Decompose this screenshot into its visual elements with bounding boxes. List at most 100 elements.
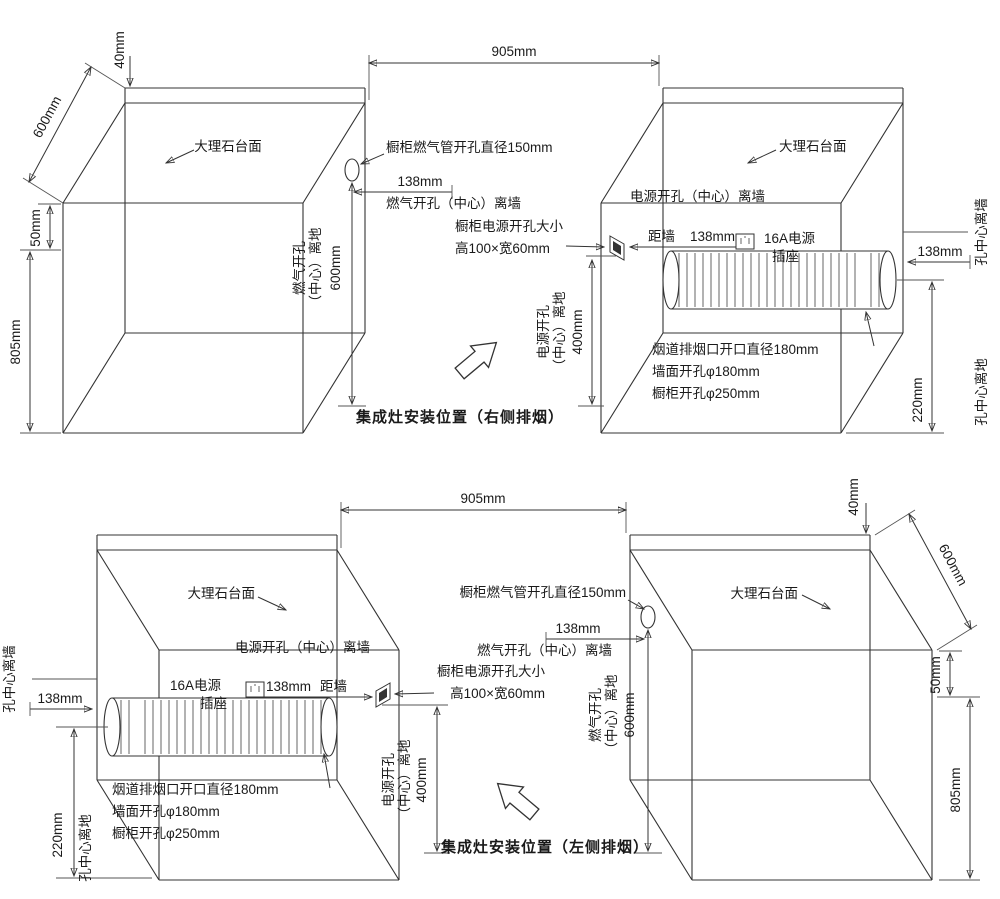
- socket2-top-label: 插座: [772, 249, 799, 264]
- power-floor-col1-bottom: 电源开孔: [381, 753, 396, 807]
- marble-label-bottom-left: 大理石台面: [188, 586, 287, 610]
- power-floor-col2-bottom: （中心）离地: [396, 739, 412, 820]
- dim-depth-600-top: 600mm: [22, 62, 126, 204]
- dim-strip-40-top-label: 40mm: [112, 31, 127, 69]
- power-size2-bottom-label: 高100×宽60mm: [450, 685, 545, 701]
- dim-gap-905-bottom: 905mm: [341, 491, 626, 548]
- gas-floor-col1-bottom: 燃气开孔: [587, 688, 603, 742]
- flue-floor-220-top-label: 220mm: [910, 377, 925, 422]
- flue-wall-138-top-label: 138mm: [917, 244, 962, 259]
- power-floor-400-top-label: 400mm: [570, 309, 585, 354]
- dim-gap-905-top: 905mm: [369, 44, 659, 100]
- dim-height-805-bottom-label: 805mm: [948, 767, 963, 812]
- socket1-bottom-label: 16A电源: [170, 678, 222, 693]
- power-floor-400-bottom-label: 400mm: [414, 757, 429, 802]
- flue1-top-label: 烟道排烟口开口直径180mm: [652, 342, 819, 357]
- marble-label-top-right: 大理石台面: [748, 139, 847, 163]
- socket-bottom: 16A电源 插座: [170, 678, 265, 711]
- socket-16a-icon: [735, 233, 755, 250]
- dim-thickness-50-top-label: 50mm: [28, 209, 43, 247]
- dim-strip-40-bottom: 40mm: [846, 478, 866, 533]
- power-size2-top-label: 高100×宽60mm: [455, 240, 550, 256]
- power-floor-col2-top: （中心）离地: [551, 291, 567, 372]
- socket-top: 16A电源 插座: [735, 231, 816, 264]
- gas-floor-col2-bottom: （中心）离地: [603, 674, 619, 755]
- gas-hole-wall-top-label: 燃气开孔（中心）离墙: [386, 195, 521, 211]
- direction-arrow-bottom: [496, 782, 540, 821]
- hole-floor-top-label: 孔中心离地: [973, 358, 989, 426]
- marble-label-top-left: 大理石台面: [166, 139, 262, 163]
- dim-thickness-50-top: 50mm: [20, 203, 61, 251]
- gas-hole-dia-top-label: 橱柜燃气管开孔直径150mm: [386, 139, 553, 155]
- marble-label-top-left-text: 大理石台面: [194, 139, 262, 154]
- caption-right-exhaust: 集成灶安装位置（右侧排烟）: [355, 408, 564, 426]
- bottom-diagram-left-exhaust: 905mm 40mm 600mm 50mm 805mm 大理石台面 大: [1, 478, 980, 882]
- gas-pipe-hole-icon: [344, 158, 360, 182]
- flue2-bottom-label: 墙面开孔φ180mm: [112, 804, 220, 819]
- gas-hole-138-bottom-label: 138mm: [555, 621, 600, 636]
- power-hole-bottom: 橱柜电源开孔大小 高100×宽60mm 电源开孔（中心）离墙 138mm 距墙: [235, 639, 545, 708]
- marble-label-top-right-text: 大理石台面: [779, 139, 847, 154]
- hole-floor-bottom-label: 孔中心离地: [77, 814, 93, 882]
- dim-strip-40-bottom-label: 40mm: [846, 478, 861, 516]
- dim-height-805-top-label: 805mm: [8, 319, 23, 364]
- socket1-top-label: 16A电源: [764, 231, 816, 246]
- dim-gas-floor-600-top: 燃气开孔 （中心）离地 600mm: [291, 183, 366, 407]
- marble-label-bottom-right: 大理石台面: [731, 586, 831, 609]
- top-diagram-right-exhaust: 905mm 40mm 600mm 50mm 805mm 大理石台面 大: [8, 31, 989, 434]
- dim-height-805-top: 805mm: [8, 252, 61, 434]
- dim-flue-floor-220-top: 220mm 孔中心离地: [846, 279, 989, 434]
- power-floor-col1-top: 电源开孔: [536, 305, 551, 359]
- flue-floor-220-bottom-label: 220mm: [50, 812, 65, 857]
- dim-depth-600-bottom: 600mm: [874, 509, 978, 651]
- dim-gap-905-top-label: 905mm: [491, 44, 536, 59]
- flue-wall-138-bottom-label: 138mm: [37, 691, 82, 706]
- hole-wall-bottom-label: 孔中心离墙: [1, 645, 17, 713]
- power-hole-top: 橱柜电源开孔大小 高100×宽60mm 电源开孔（中心）离墙 距墙 138mm: [455, 188, 765, 261]
- marble-label-bottom-right-text: 大理石台面: [731, 586, 799, 601]
- power-size1-top-label: 橱柜电源开孔大小: [455, 219, 563, 234]
- dim-thickness-50-bottom: 50mm: [928, 650, 980, 698]
- gas-floor-col2-top: （中心）离地: [307, 227, 323, 308]
- flue3-top-label: 橱柜开孔φ250mm: [652, 386, 760, 401]
- dim-power-floor-400-bottom: 电源开孔 （中心）离地 400mm: [381, 704, 450, 854]
- dist-138-top-label: 138mm: [690, 229, 735, 244]
- gas-hole-138-top-label: 138mm: [397, 174, 442, 189]
- dist-wall-top-label: 距墙: [648, 229, 675, 244]
- dim-flue-wall-138-top: 孔中心离墙 138mm: [903, 198, 989, 269]
- gas-pipe-hole-icon-bottom: [640, 605, 656, 629]
- dim-gas-floor-600-bottom: 燃气开孔 （中心）离地 600mm: [587, 630, 662, 854]
- gas-hole-wall-bottom-label: 燃气开孔（中心）离墙: [477, 642, 612, 658]
- power-wall-bottom-label: 电源开孔（中心）离墙: [235, 639, 370, 655]
- gas-floor-col1-top: 燃气开孔: [291, 241, 307, 295]
- dim-flue-wall-138-bottom: 孔中心离墙 138mm: [1, 645, 97, 716]
- dim-depth-600-top-label: 600mm: [30, 93, 65, 140]
- dim-strip-40-top: 40mm: [112, 31, 130, 86]
- dim-depth-600-bottom-label: 600mm: [936, 541, 971, 588]
- dim-power-floor-400-top: 电源开孔 （中心）离地 400mm: [536, 255, 616, 407]
- flue-labels-bottom: 烟道排烟口开口直径180mm 墙面开孔φ180mm 橱柜开孔φ250mm: [112, 754, 331, 841]
- gas-hole-dia-bottom-label: 橱柜燃气管开孔直径150mm: [459, 584, 626, 600]
- direction-arrow-top: [454, 341, 498, 380]
- gas-floor-600-bottom-label: 600mm: [622, 692, 637, 737]
- caption-left-exhaust: 集成灶安装位置（左侧排烟）: [440, 838, 649, 856]
- dim-flue-floor-220-bottom: 220mm 孔中心离地: [50, 726, 152, 882]
- dim-height-805-bottom: 805mm: [939, 699, 980, 881]
- power-wall-top-label: 电源开孔（中心）离墙: [630, 188, 765, 204]
- flue-labels-top: 烟道排烟口开口直径180mm 墙面开孔φ180mm 橱柜开孔φ250mm: [652, 312, 875, 401]
- gas-floor-600-top-label: 600mm: [328, 245, 343, 290]
- flue3-bottom-label: 橱柜开孔φ250mm: [112, 826, 220, 841]
- hole-wall-top-label: 孔中心离墙: [973, 198, 989, 266]
- socket-16a-icon-bottom: [245, 681, 265, 698]
- marble-label-bottom-left-text: 大理石台面: [188, 586, 256, 601]
- flue2-top-label: 墙面开孔φ180mm: [652, 364, 760, 379]
- gas-hole-bottom: 橱柜燃气管开孔直径150mm 138mm 燃气开孔（中心）离墙: [459, 584, 656, 658]
- dim-thickness-50-bottom-label: 50mm: [928, 656, 943, 694]
- cabinet-top-right-with-flue-pipe: [601, 88, 903, 433]
- dist-wall-bottom-label: 距墙: [320, 679, 347, 694]
- socket2-bottom-label: 插座: [200, 696, 227, 711]
- gas-hole-top: 橱柜燃气管开孔直径150mm 138mm 燃气开孔（中心）离墙: [344, 139, 553, 211]
- dim-gap-905-bottom-label: 905mm: [460, 491, 505, 506]
